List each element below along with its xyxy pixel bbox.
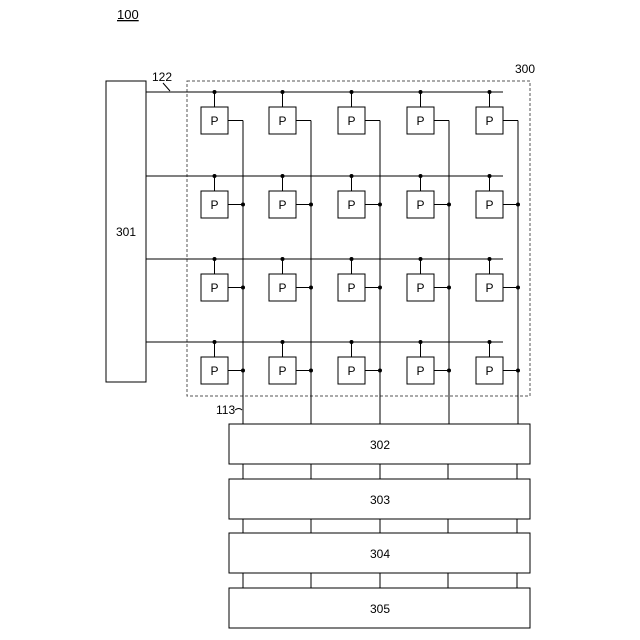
pixel-label: P (278, 281, 286, 295)
column-junction-dot (516, 369, 520, 373)
label-column-line-leader (235, 409, 242, 411)
column-junction-dot (378, 286, 382, 290)
pixel-label: P (485, 198, 493, 212)
row-junction-dot (281, 174, 285, 178)
row-junction-dot (350, 340, 354, 344)
pixel-label: P (278, 114, 286, 128)
pixel-grid: P P P P P P P P P P P P P P P P P P P P (146, 90, 520, 424)
row-junction-dot (350, 90, 354, 94)
row-junction-dot (419, 174, 423, 178)
column-junction-dot (241, 369, 245, 373)
column-junction-dot (447, 203, 451, 207)
pixel-label: P (210, 198, 218, 212)
column-junction-dot (447, 286, 451, 290)
pixel-label: P (416, 364, 424, 378)
column-junction-dot (516, 286, 520, 290)
row-junction-dot (281, 90, 285, 94)
label-row-line: 122 (152, 70, 172, 84)
column-junction-dot (309, 286, 313, 290)
row-junction-dot (213, 340, 217, 344)
row-junction-dot (281, 257, 285, 261)
row-junction-dot (213, 174, 217, 178)
column-junction-dot (378, 369, 382, 373)
row-junction-dot (419, 340, 423, 344)
row-junction-dot (488, 90, 492, 94)
row-junction-dot (488, 257, 492, 261)
pixel-label: P (485, 114, 493, 128)
pixel-label: P (347, 364, 355, 378)
pixel-label: P (485, 281, 493, 295)
pixel-label: P (210, 114, 218, 128)
block-303-label: 303 (370, 493, 390, 507)
column-junction-dot (516, 203, 520, 207)
row-junction-dot (419, 90, 423, 94)
block-304-label: 304 (370, 547, 390, 561)
pixel-label: P (485, 364, 493, 378)
pixel-label: P (347, 114, 355, 128)
column-junction-dot (447, 369, 451, 373)
pixel-label: P (416, 281, 424, 295)
pixel-label: P (278, 364, 286, 378)
row-junction-dot (350, 257, 354, 261)
block-305-label: 305 (370, 602, 390, 616)
column-junction-dot (241, 203, 245, 207)
row-junction-dot (488, 174, 492, 178)
pixel-label: P (347, 281, 355, 295)
column-junction-dot (309, 369, 313, 373)
column-junction-dot (309, 203, 313, 207)
label-column-line: 113 (216, 403, 235, 417)
row-junction-dot (213, 90, 217, 94)
label-pixel-array: 300 (515, 62, 535, 76)
figure-number: 100 (117, 7, 139, 22)
pixel-label: P (416, 114, 424, 128)
row-junction-dot (350, 174, 354, 178)
row-junction-dot (419, 257, 423, 261)
pixel-label: P (210, 364, 218, 378)
column-junction-dot (241, 286, 245, 290)
row-junction-dot (488, 340, 492, 344)
row-junction-dot (281, 340, 285, 344)
pixel-label: P (278, 198, 286, 212)
block-302-label: 302 (370, 438, 390, 452)
pixel-label: P (416, 198, 424, 212)
row-driver-label: 301 (116, 225, 136, 239)
row-junction-dot (213, 257, 217, 261)
column-junction-dot (378, 203, 382, 207)
label-row-line-leader (163, 83, 170, 91)
pixel-label: P (347, 198, 355, 212)
pixel-label: P (210, 281, 218, 295)
